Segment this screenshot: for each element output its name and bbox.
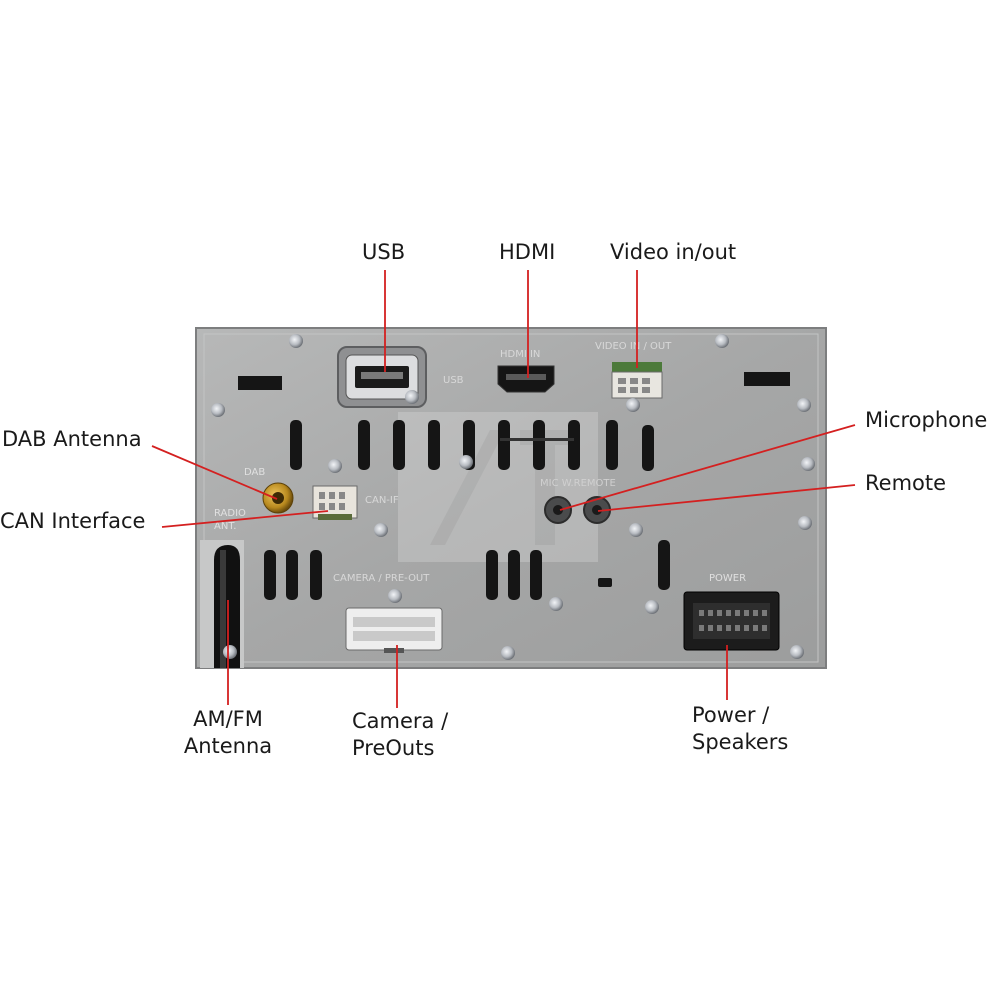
power-panel-text: POWER [709,573,746,584]
power-label-line2: Speakers [692,730,789,754]
screw [405,390,419,404]
am-fm-antenna-label: AM/FM Antenna [170,706,286,760]
microphone-jack [544,496,572,524]
camera-preout-connector [345,607,443,653]
screw [629,523,643,537]
camera-panel-text: CAMERA / PRE-OUT [333,573,430,584]
screw [801,457,815,471]
screw [289,334,303,348]
mic-remote-panel-text: MIC W.REMOTE [540,478,616,489]
dab-panel-text: DAB [244,467,265,478]
leader-line-dab [151,445,278,500]
dab-antenna-port [262,482,294,514]
screw [797,398,811,412]
video-panel-text: VIDEO IN / OUT [595,341,672,352]
can-if-panel-text: CAN-IF [365,495,399,506]
radio-ant-panel-text-1: RADIO [214,508,246,519]
power-speaker-connector [683,591,780,651]
hdmi-label: HDMI [499,240,556,264]
screw [501,646,515,660]
remote-jack [583,496,611,524]
screw [798,516,812,530]
screw [223,645,237,659]
screw [549,597,563,611]
hdmi-panel-text: HDMI IN [500,349,540,360]
usb-port [337,346,427,408]
screw [388,589,402,603]
video-in-out-label: Video in/out [610,240,737,264]
can-interface-label: CAN Interface [0,509,146,533]
screw [459,455,473,469]
camera-preouts-label: Camera / PreOuts [352,708,448,762]
vent-slot [238,376,282,390]
panel-screws [211,334,815,660]
leader-line-remote [597,484,856,512]
dab-antenna-label: DAB Antenna [2,427,142,451]
am-fm-antenna-cable [200,540,244,668]
vent-slot [744,372,790,386]
radio-ant-panel-text-2: ANT. [214,521,236,532]
am-fm-label-line2: Antenna [183,734,273,758]
microphone-label: Microphone [865,408,988,432]
remote-label: Remote [865,471,947,495]
camera-label-line2: PreOuts [352,736,435,760]
screw [328,459,342,473]
leader-line-can [161,510,329,528]
screw [211,403,225,417]
screw [715,334,729,348]
am-fm-label-line1: AM/FM [193,707,263,731]
screw [626,398,640,412]
leader-line-microphone [559,424,856,511]
power-speakers-label: Power / Speakers [692,702,788,756]
screw [790,645,804,659]
can-interface-connector [312,485,358,520]
camera-label-line1: Camera / [352,709,449,733]
usb-panel-text: USB [443,375,464,386]
screw [374,523,388,537]
screw [645,600,659,614]
vent-group-middle [290,420,654,471]
usb-label: USB [362,240,406,264]
power-label-line1: Power / [692,703,770,727]
leader-lines [151,270,856,708]
vent-group-lower [264,540,670,600]
hdmi-port [497,365,555,393]
